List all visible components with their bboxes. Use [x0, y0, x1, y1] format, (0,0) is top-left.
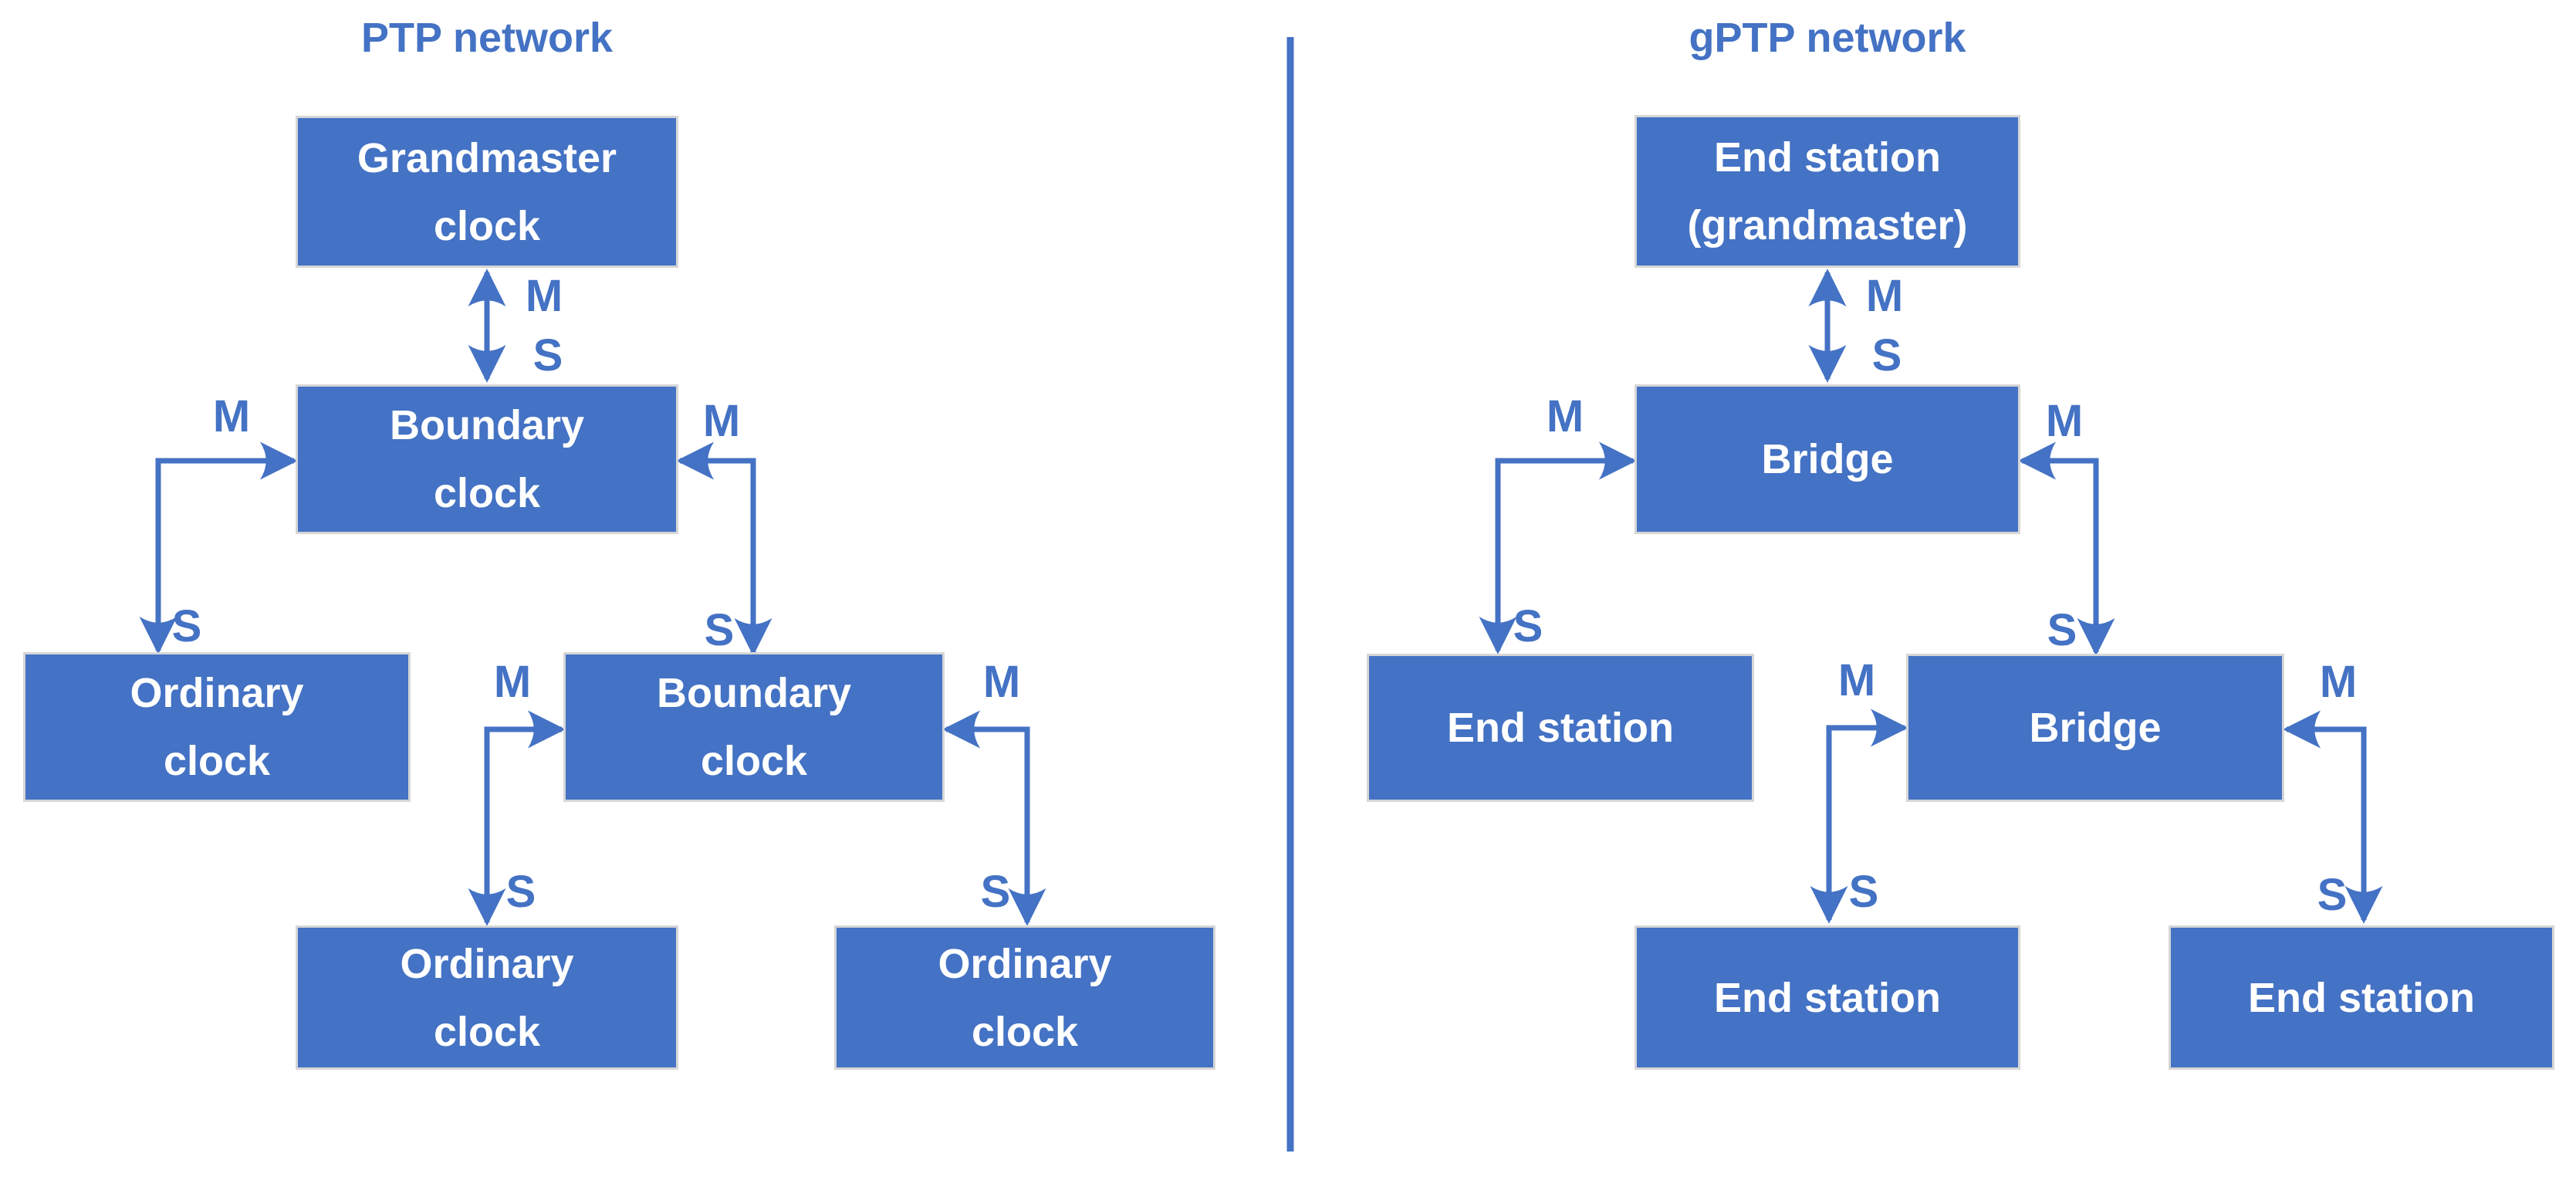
node-label: End station [1447, 705, 1674, 751]
node-grandmaster-clock: Grandmaster clock [296, 116, 678, 268]
node-ordinary-clock-bottom-left: Ordinary clock [296, 925, 678, 1070]
slave-port-label: S [2317, 870, 2348, 920]
slave-port-label: S [171, 601, 202, 651]
master-port-label: M [525, 271, 563, 321]
slave-port-label: S [532, 330, 563, 380]
node-label: End station [2248, 974, 2475, 1021]
node-label: Grandmaster clock [357, 134, 617, 249]
node-label: Bridge [1761, 436, 1894, 482]
slave-port-label: S [1871, 330, 1902, 380]
master-port-label: M [702, 396, 741, 446]
slave-port-label: S [1513, 601, 1543, 651]
node-boundary-clock-lower: Boundary clock [563, 652, 945, 802]
node-bridge-upper: Bridge [1635, 384, 2020, 534]
master-port-label: M [493, 657, 532, 707]
connector-bridge-upper-to-end-station-left [1479, 441, 1637, 654]
connector-bridge-upper-to-bridge-lower [2018, 441, 2115, 656]
master-port-label: M [1546, 391, 1584, 441]
slave-port-label: S [2047, 605, 2077, 655]
connector-boundary-upper-to-ordinary-left [139, 441, 298, 654]
node-ordinary-clock-bottom-right: Ordinary clock [834, 925, 1215, 1070]
master-port-label: M [982, 657, 1021, 707]
connector-bridge-lower-to-end-station-bottom-left [1810, 709, 1908, 924]
node-label: Boundary clock [389, 402, 585, 516]
master-port-label: M [212, 391, 251, 441]
node-end-station-left: End station [1367, 654, 1754, 802]
connector-boundary-lower-to-ordinary-bottom-right [942, 710, 1046, 926]
node-boundary-clock-upper: Boundary clock [296, 384, 678, 534]
connector-boundary-lower-to-ordinary-bottom-left [468, 710, 566, 926]
node-label: Ordinary clock [400, 940, 574, 1055]
node-end-station-grandmaster: End station (grandmaster) [1635, 115, 2020, 268]
master-port-label: M [1865, 271, 1904, 321]
node-label: End station (grandmaster) [1687, 134, 1968, 249]
node-label: Boundary clock [656, 670, 852, 784]
connector-boundary-upper-to-boundary-lower [676, 441, 772, 656]
master-port-label: M [2045, 396, 2084, 446]
node-label: End station [1714, 974, 1941, 1021]
master-port-label: M [1837, 655, 1876, 705]
slave-port-label: S [1848, 867, 1879, 917]
node-label: Bridge [2029, 705, 2162, 751]
master-port-label: M [2319, 657, 2358, 707]
slave-port-label: S [704, 605, 735, 655]
gptp-network-title: gPTP network [1689, 15, 1966, 61]
node-end-station-bottom-left: End station [1635, 925, 2020, 1070]
ptp-network-title: PTP network [360, 15, 614, 61]
node-ordinary-clock-left: Ordinary clock [23, 652, 411, 802]
slave-port-label: S [505, 867, 536, 917]
node-end-station-bottom-right: End station [2169, 925, 2554, 1070]
connector-bridge-lower-to-end-station-bottom-right [2283, 710, 2383, 924]
node-label: Ordinary clock [938, 940, 1112, 1055]
slave-port-label: S [980, 867, 1011, 917]
node-label: Ordinary clock [130, 670, 304, 784]
node-bridge-lower: Bridge [1906, 654, 2284, 802]
